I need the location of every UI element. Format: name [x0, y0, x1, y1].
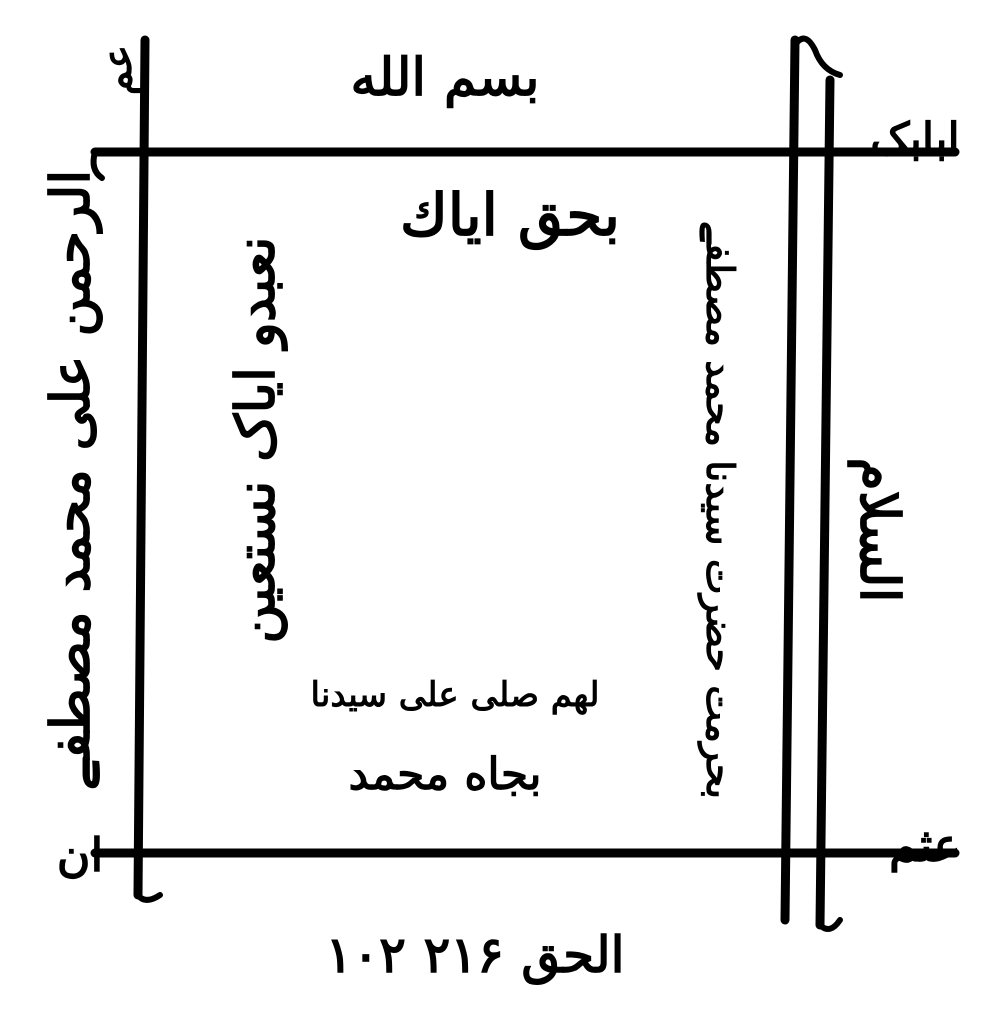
- inner-top-text: بحق اياك: [400, 181, 620, 249]
- right-bottom-hook: [817, 917, 843, 932]
- right-inner-line: [780, 35, 800, 925]
- side-right-inner-text: بحرمت حضرت سیدنا محمد مصطفے: [698, 220, 743, 800]
- left-line: [133, 35, 150, 900]
- left-bottom-hook: [135, 892, 163, 903]
- right-outer-line: [815, 75, 835, 930]
- header-bismillah: بسم الله: [350, 47, 540, 108]
- top-right-hook: [792, 35, 843, 78]
- corner-bottom-left: ان: [56, 828, 104, 882]
- side-left-text: الرحمن علی محمد مصطفے: [38, 169, 102, 791]
- corner-top-right: ابابک: [870, 114, 960, 165]
- footer-text: ۱۰۲ الحق ۲۱۶: [325, 925, 625, 984]
- left-top-hook: [90, 149, 105, 181]
- corner-top-left: عم: [94, 44, 141, 96]
- inner-bottom-line1: لھم صلی علی سیدنا: [310, 675, 600, 715]
- corner-bottom-right: عثم: [889, 818, 961, 872]
- side-right-outer-text: السلام: [848, 457, 912, 603]
- inner-bottom-line2: بجاه محمد: [348, 749, 542, 800]
- inner-left-text: نعبدو ایاک نستعین: [223, 236, 287, 644]
